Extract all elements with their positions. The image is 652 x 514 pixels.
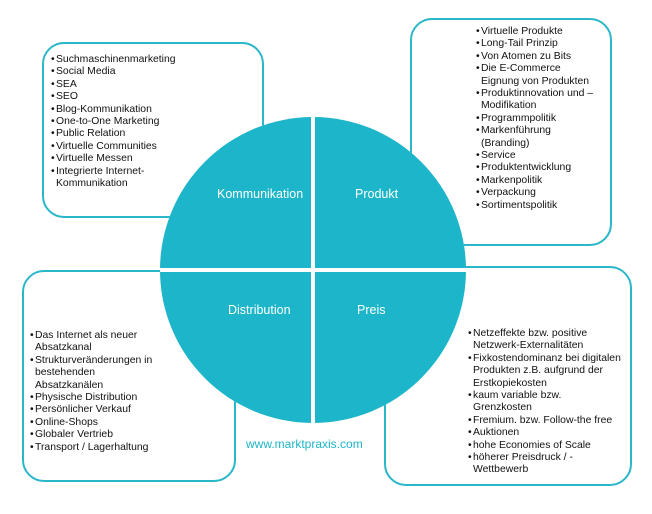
- quadrant-produkt: Produkt: [315, 117, 466, 268]
- watermark-url: www.marktpraxis.com: [246, 437, 363, 451]
- list-item: SEA: [51, 79, 176, 92]
- distribution-list: Das Internet als neuerAbsatzkanalStruktu…: [30, 330, 152, 454]
- quadrant-preis: Preis: [315, 272, 466, 423]
- preis-list: Netzeffekte bzw. positiveNetzwerk-Extern…: [468, 328, 621, 477]
- list-item: Public Relation: [51, 128, 176, 141]
- list-item: Service: [476, 150, 593, 163]
- list-item: Virtuelle Messen: [51, 153, 176, 166]
- list-item: Produktentwicklung: [476, 162, 593, 175]
- list-item: Sortimentspolitik: [476, 200, 593, 213]
- kommunikation-list: SuchmaschinenmarketingSocial MediaSEASEO…: [51, 54, 176, 190]
- list-item: Persönlicher Verkauf: [30, 404, 152, 417]
- list-item: Fixkostendominanz bei digitalenProdukten…: [468, 353, 621, 390]
- list-item: Globaler Vertrieb: [30, 429, 152, 442]
- list-item: Virtuelle Communities: [51, 141, 176, 154]
- list-item: höherer Preisdruck / -Wettbewerb: [468, 452, 621, 477]
- list-item: One-to-One Marketing: [51, 116, 176, 129]
- quadrant-label-kommunikation: Kommunikation: [217, 187, 304, 201]
- list-item: Markenführung(Branding): [476, 125, 593, 150]
- marketing-mix-circle: Kommunikation Produkt Distribution Preis: [160, 117, 466, 423]
- list-item: Fremium. bzw. Follow-the free: [468, 415, 621, 428]
- list-item: Programmpolitik: [476, 113, 593, 126]
- list-item: Virtuelle Produkte: [476, 26, 593, 39]
- list-item: SEO: [51, 91, 176, 104]
- list-item: hohe Economies of Scale: [468, 440, 621, 453]
- list-item: Social Media: [51, 66, 176, 79]
- list-item: Auktionen: [468, 427, 621, 440]
- list-item: Transport / Lagerhaltung: [30, 442, 152, 455]
- list-item: Blog-Kommunikation: [51, 104, 176, 117]
- quadrant-label-produkt: Produkt: [355, 187, 399, 201]
- list-item: Netzeffekte bzw. positiveNetzwerk-Extern…: [468, 328, 621, 353]
- list-item: Von Atomen zu Bits: [476, 51, 593, 64]
- list-item: Produktinnovation und –Modifikation: [476, 88, 593, 113]
- quadrant-distribution: Distribution: [160, 272, 311, 423]
- quadrant-label-distribution: Distribution: [228, 303, 291, 317]
- list-item: Integrierte Internet-Kommunikation: [51, 166, 176, 191]
- list-item: Long-Tail Prinzip: [476, 38, 593, 51]
- quadrant-kommunikation: Kommunikation: [160, 117, 311, 268]
- list-item: kaum variable bzw.Grenzkosten: [468, 390, 621, 415]
- quadrant-label-preis: Preis: [357, 303, 386, 317]
- list-item: Suchmaschinenmarketing: [51, 54, 176, 67]
- produkt-list: Virtuelle ProdukteLong-Tail PrinzipVon A…: [476, 26, 593, 213]
- list-item: Strukturveränderungen inbestehendenAbsat…: [30, 355, 152, 392]
- list-item: Verpackung: [476, 187, 593, 200]
- list-item: Physische Distribution: [30, 392, 152, 405]
- list-item: Online-Shops: [30, 417, 152, 430]
- list-item: Markenpolitik: [476, 175, 593, 188]
